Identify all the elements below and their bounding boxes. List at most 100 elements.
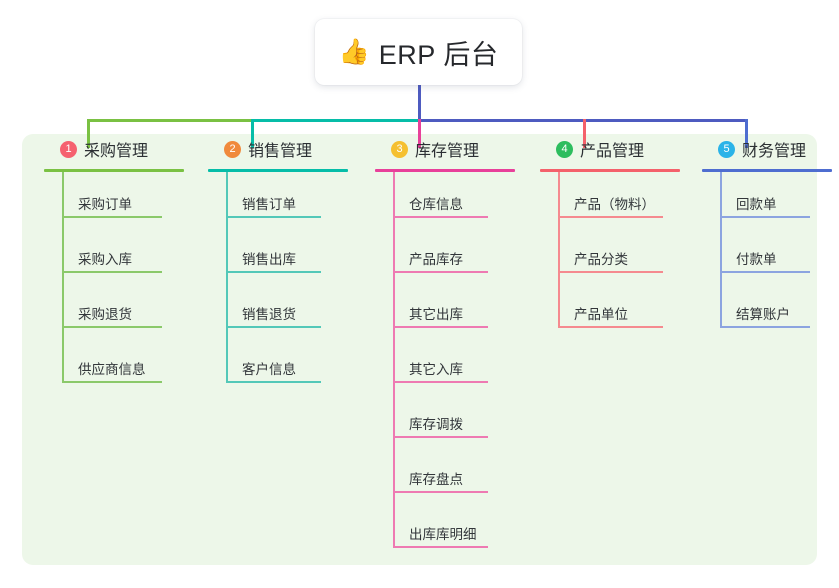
leaf-item[interactable]: 库存盘点 (375, 447, 525, 502)
branch-title-5: 财务管理 (742, 143, 807, 160)
connector-bar-segment-1 (87, 119, 254, 122)
branch-title-3: 库存管理 (415, 143, 480, 160)
branch-spine-1 (62, 172, 64, 383)
leaf-item-underline (393, 271, 488, 273)
leaf-item-label: 仓库信息 (409, 197, 463, 212)
leaf-item[interactable]: 客户信息 (208, 337, 358, 392)
connector-root-stem (418, 85, 421, 122)
leaf-item[interactable]: 仓库信息 (375, 172, 525, 227)
leaf-item-label: 销售出库 (242, 252, 296, 267)
leaf-item-underline (393, 381, 488, 383)
branch-underline-5 (702, 169, 832, 172)
leaf-item[interactable]: 产品分类 (540, 227, 690, 282)
branch-items-2: 销售订单销售出库销售退货客户信息 (208, 172, 358, 392)
leaf-item-label: 产品（物料） (574, 197, 655, 212)
branch-column-5[interactable]: 5 财务管理回款单付款单结算账户 (702, 134, 839, 337)
leaf-item-label: 销售订单 (242, 197, 296, 212)
leaf-item-underline (226, 271, 321, 273)
leaf-item-underline (62, 271, 162, 273)
leaf-item-label: 库存调拨 (409, 417, 463, 432)
branch-badge-icon-3: 3 (391, 140, 408, 158)
content-panel (22, 134, 817, 565)
root-node-title: ERP 后台 (378, 39, 499, 70)
leaf-item-underline (62, 216, 162, 218)
leaf-item-label: 其它出库 (409, 307, 463, 322)
leaf-item[interactable]: 采购入库 (44, 227, 194, 282)
branch-column-3[interactable]: 3 库存管理仓库信息产品库存其它出库其它入库库存调拨库存盘点出库库明细 (375, 134, 525, 557)
branch-spine-2 (226, 172, 228, 383)
leaf-item-label: 销售退货 (242, 307, 296, 322)
leaf-item-underline (720, 326, 810, 328)
leaf-item[interactable]: 库存调拨 (375, 392, 525, 447)
leaf-item-label: 产品库存 (409, 252, 463, 267)
leaf-item-label: 采购入库 (78, 252, 132, 267)
branch-columns: 1 采购管理采购订单采购入库采购退货供应商信息 2 销售管理销售订单销售出库销售退货客… (22, 134, 832, 565)
branch-column-1[interactable]: 1 采购管理采购订单采购入库采购退货供应商信息 (44, 134, 194, 392)
leaf-item-underline (720, 216, 810, 218)
branch-header-2[interactable]: 2 销售管理 (208, 134, 358, 164)
branch-underline-4 (540, 169, 680, 172)
branch-title-2: 销售管理 (248, 143, 313, 160)
leaf-item-label: 出库库明细 (409, 527, 477, 542)
leaf-item-label: 回款单 (736, 197, 777, 212)
leaf-item-underline (558, 271, 663, 273)
branch-items-4: 产品（物料） 产品分类产品单位 (540, 172, 690, 337)
leaf-item-underline (393, 326, 488, 328)
leaf-item-label: 供应商信息 (78, 362, 146, 377)
leaf-item[interactable]: 采购订单 (44, 172, 194, 227)
branch-spine-5 (720, 172, 722, 328)
leaf-item-underline (393, 216, 488, 218)
branch-title-4: 产品管理 (580, 143, 645, 160)
leaf-item-label: 产品分类 (574, 252, 628, 267)
thumbs-up-icon: 👍 (338, 37, 370, 66)
connector-bar-segment-2 (251, 119, 421, 122)
leaf-item[interactable]: 采购退货 (44, 282, 194, 337)
branch-spine-3 (393, 172, 395, 548)
leaf-item-underline (226, 216, 321, 218)
leaf-item-label: 库存盘点 (409, 472, 463, 487)
branch-header-3[interactable]: 3 库存管理 (375, 134, 525, 164)
leaf-item-label: 产品单位 (574, 307, 628, 322)
connector-drop-3 (418, 119, 421, 148)
branch-badge-icon-5: 5 (718, 140, 735, 158)
root-node-inner: 👍 ERP 后台 (339, 33, 499, 72)
branch-title-1: 采购管理 (84, 143, 149, 160)
leaf-item-underline (226, 326, 321, 328)
branch-header-5[interactable]: 5 财务管理 (702, 134, 839, 164)
leaf-item-underline (558, 326, 663, 328)
leaf-item[interactable]: 付款单 (702, 227, 839, 282)
leaf-item[interactable]: 产品（物料） (540, 172, 690, 227)
connector-drop-4 (583, 119, 586, 148)
leaf-item[interactable]: 产品库存 (375, 227, 525, 282)
leaf-item-underline (226, 381, 321, 383)
leaf-item-label: 付款单 (736, 252, 777, 267)
branch-header-1[interactable]: 1 采购管理 (44, 134, 194, 164)
leaf-item[interactable]: 结算账户 (702, 282, 839, 337)
leaf-item[interactable]: 其它出库 (375, 282, 525, 337)
branch-column-2[interactable]: 2 销售管理销售订单销售出库销售退货客户信息 (208, 134, 358, 392)
leaf-item-underline (62, 381, 162, 383)
connector-drop-5 (745, 119, 748, 148)
connector-drop-2 (251, 119, 254, 148)
leaf-item-underline (393, 491, 488, 493)
leaf-item-underline (720, 271, 810, 273)
leaf-item[interactable]: 其它入库 (375, 337, 525, 392)
leaf-item[interactable]: 出库库明细 (375, 502, 525, 557)
leaf-item[interactable]: 销售出库 (208, 227, 358, 282)
leaf-item[interactable]: 销售订单 (208, 172, 358, 227)
leaf-item[interactable]: 供应商信息 (44, 337, 194, 392)
branch-badge-icon-2: 2 (224, 140, 241, 158)
branch-spine-4 (558, 172, 560, 328)
leaf-item-label: 采购退货 (78, 307, 132, 322)
leaf-item[interactable]: 销售退货 (208, 282, 358, 337)
root-node-card[interactable]: 👍 ERP 后台 (315, 19, 522, 85)
branch-badge-icon-1: 1 (60, 140, 77, 158)
branch-underline-1 (44, 169, 184, 172)
connector-drop-1 (87, 119, 90, 148)
leaf-item[interactable]: 回款单 (702, 172, 839, 227)
branch-underline-2 (208, 169, 348, 172)
leaf-item[interactable]: 产品单位 (540, 282, 690, 337)
